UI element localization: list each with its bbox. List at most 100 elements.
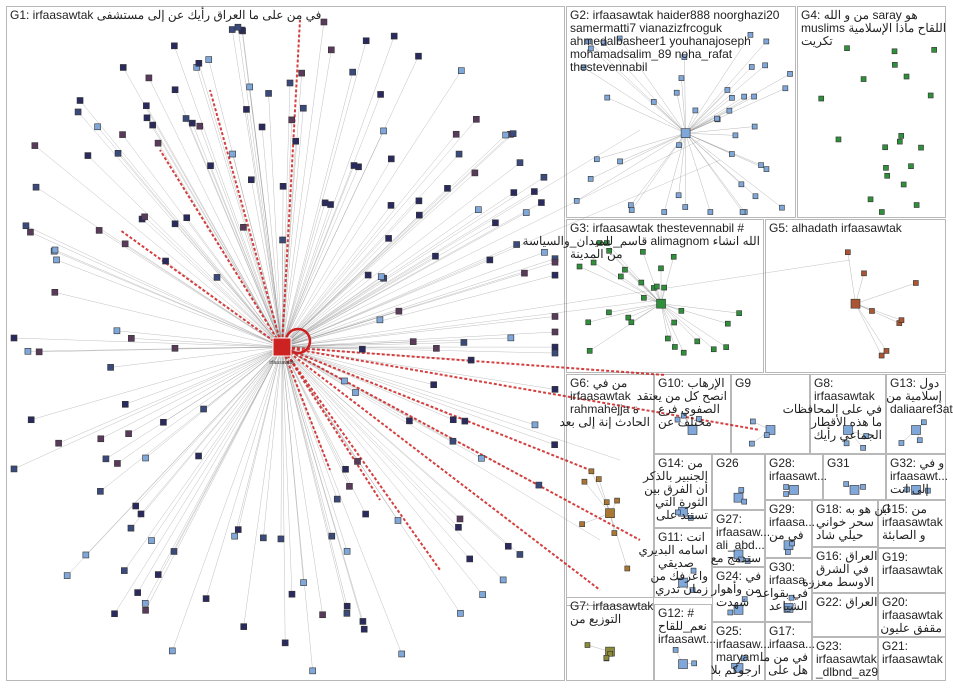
node[interactable] [168,647,176,655]
node[interactable] [478,454,485,462]
node[interactable] [540,173,548,181]
node[interactable] [741,93,747,100]
node[interactable] [617,158,623,165]
node[interactable] [350,162,358,169]
node[interactable] [732,132,739,139]
node[interactable] [884,172,890,179]
node[interactable] [658,265,664,272]
node[interactable] [587,176,594,182]
node[interactable] [359,345,366,353]
node[interactable] [416,211,423,219]
node[interactable] [195,59,203,67]
node-g24-center[interactable] [733,605,744,615]
node[interactable] [913,202,920,208]
node[interactable] [736,310,742,316]
node[interactable] [678,308,685,314]
node[interactable] [137,510,145,518]
node-g13-center[interactable] [911,425,921,435]
node[interactable] [883,348,890,354]
node[interactable] [538,199,545,206]
node[interactable] [590,259,597,266]
node[interactable] [228,26,236,33]
node[interactable] [343,610,351,617]
node[interactable] [661,209,668,215]
node[interactable] [748,64,755,70]
node[interactable] [24,347,32,355]
node[interactable] [588,468,595,475]
node[interactable] [432,252,439,260]
node[interactable] [376,316,384,324]
node[interactable] [551,441,558,448]
node[interactable] [327,201,334,208]
node[interactable] [585,38,592,45]
node[interactable] [516,159,524,166]
node[interactable] [141,600,149,607]
node[interactable] [861,270,867,277]
node[interactable] [531,421,539,429]
node[interactable] [387,155,395,163]
node[interactable] [300,104,307,112]
node[interactable] [279,236,286,244]
node[interactable] [603,240,610,246]
node[interactable] [170,548,178,555]
node[interactable] [243,106,250,113]
node[interactable] [119,64,127,71]
node[interactable] [788,594,795,601]
node[interactable] [931,47,937,53]
node[interactable] [741,498,748,505]
node[interactable] [724,320,731,327]
node[interactable] [694,338,701,345]
node[interactable] [879,209,885,215]
node[interactable] [171,42,178,50]
node[interactable] [551,349,559,357]
node[interactable] [551,343,559,351]
node[interactable] [387,202,395,209]
node[interactable] [585,319,592,326]
node[interactable] [288,590,296,598]
node[interactable] [456,515,464,523]
node[interactable] [63,572,71,579]
node[interactable] [588,45,594,52]
node[interactable] [460,339,468,346]
node-g12-center[interactable] [678,659,688,669]
node[interactable] [471,169,479,177]
node[interactable] [521,269,528,277]
node[interactable] [665,335,671,342]
node[interactable] [53,256,60,264]
node[interactable] [573,198,580,204]
node[interactable] [479,591,486,598]
node[interactable] [452,130,460,138]
node[interactable] [541,249,548,256]
node[interactable] [641,295,647,301]
node[interactable] [385,235,392,242]
node[interactable] [234,23,242,31]
node[interactable] [710,346,717,353]
node[interactable] [113,327,121,335]
node[interactable] [763,166,770,172]
node[interactable] [843,481,850,487]
node[interactable] [896,138,903,145]
node[interactable] [298,69,305,77]
node[interactable] [107,364,114,371]
node[interactable] [627,202,634,209]
node[interactable] [114,150,122,157]
node[interactable] [121,567,128,574]
node[interactable] [624,565,631,572]
node[interactable] [398,650,406,658]
node[interactable] [580,64,587,71]
node[interactable] [10,465,18,473]
node[interactable] [671,319,677,326]
node[interactable] [916,437,923,444]
node[interactable] [32,183,40,191]
node[interactable] [603,499,610,506]
node[interactable] [205,56,213,63]
node[interactable] [614,497,620,504]
node-g32-center[interactable] [911,485,921,495]
node[interactable] [22,222,30,230]
node[interactable] [522,209,530,216]
node[interactable] [891,48,898,55]
node[interactable] [281,639,289,647]
node[interactable] [148,537,155,544]
node[interactable] [898,317,905,323]
node[interactable] [288,116,296,124]
